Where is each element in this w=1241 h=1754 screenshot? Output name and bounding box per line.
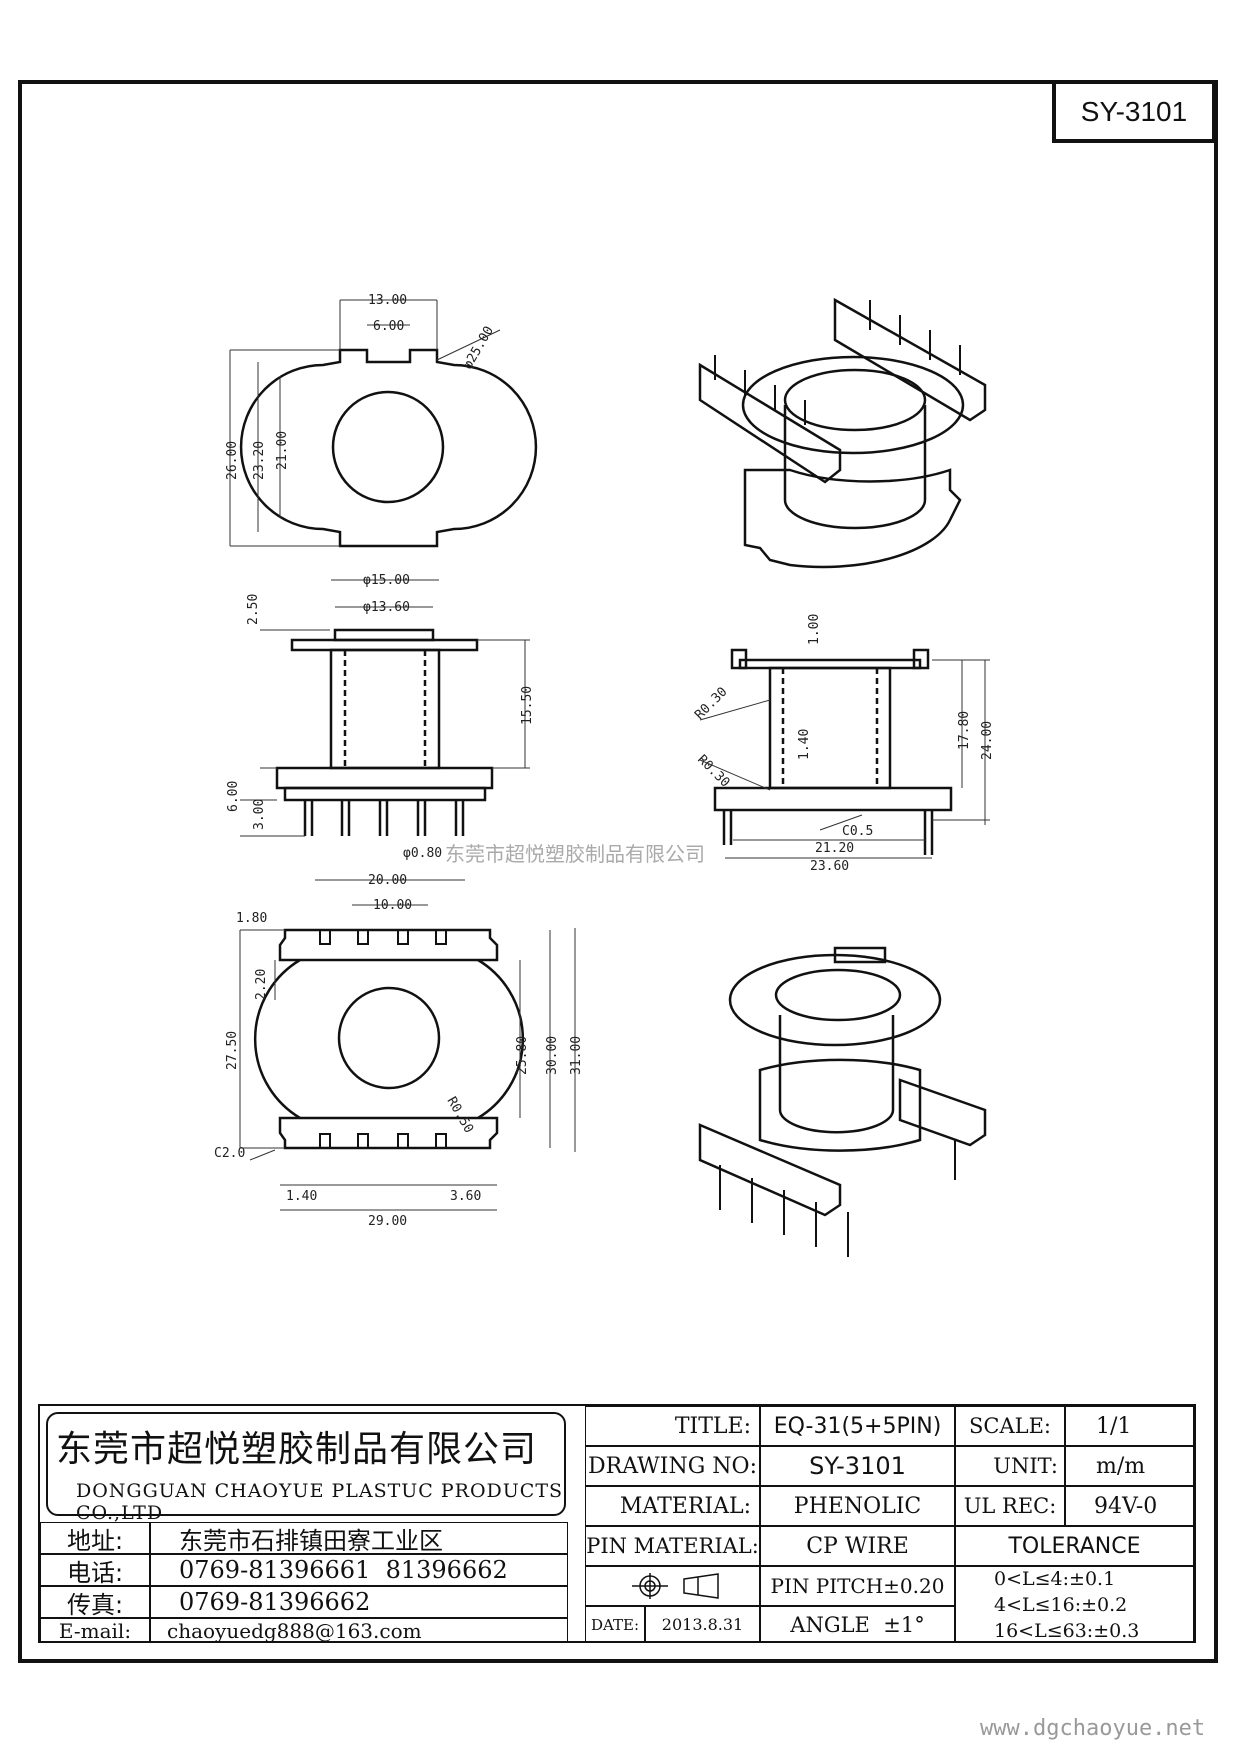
dim-top-1: 13.00 xyxy=(368,293,407,308)
dim-side-1: 1.00 xyxy=(807,614,822,645)
tolerance-row: 16<L≤63:±0.3 xyxy=(994,1619,1140,1642)
material-label: MATERIAL: xyxy=(585,1486,760,1526)
side-view xyxy=(699,648,990,859)
dim-front-7: φ0.80 xyxy=(403,846,442,861)
dim-front-3: 2.50 xyxy=(246,594,261,625)
scale-value: 1/1 xyxy=(1065,1406,1194,1446)
dim-front-5: 6.00 xyxy=(226,781,241,812)
drawing-code-box: SY-3101 xyxy=(1052,80,1216,143)
front-view xyxy=(240,579,530,837)
dim-front-1: φ15.00 xyxy=(363,573,410,588)
address-label: 地址: xyxy=(40,1522,150,1555)
isometric-view-bottom xyxy=(698,946,987,1257)
ul-rec-value: 94V-0 xyxy=(1065,1486,1194,1526)
pin-material-label: PIN MATERIAL: xyxy=(585,1526,760,1566)
dim-bottom-5: 27.50 xyxy=(225,1031,240,1070)
phone-value: 0769-81396661 81396662 xyxy=(150,1554,568,1586)
dim-side-7: C0.5 xyxy=(842,824,873,839)
dim-bottom-13: 29.00 xyxy=(368,1214,407,1229)
dim-front-4: 15.50 xyxy=(520,686,535,725)
dim-bottom-7: 30.00 xyxy=(545,1036,560,1075)
top-view xyxy=(229,299,538,548)
dim-side-8: 21.20 xyxy=(815,841,854,856)
company-name-box: 东莞市超悦塑胶制品有限公司 DONGGUAN CHAOYUE PLASTUC P… xyxy=(46,1412,566,1524)
projection-symbol xyxy=(585,1566,760,1606)
tolerance-table: 0<L≤4:±0.1 4<L≤16:±0.2 16<L≤63:±0.3 xyxy=(955,1566,1194,1643)
angle-tolerance: ANGLE ±1° xyxy=(760,1606,955,1643)
material-value: PHENOLIC xyxy=(760,1486,955,1526)
title-value: EQ-31(5+5PIN) xyxy=(760,1406,955,1446)
dim-front-6: 3.00 xyxy=(252,799,267,830)
fax-value: 0769-81396662 xyxy=(150,1586,568,1618)
dim-bottom-6: 25.80 xyxy=(515,1036,530,1075)
dim-bottom-3: 1.80 xyxy=(236,911,267,926)
company-name-en: DONGGUAN CHAOYUE PLASTUC PRODUCTS CO.,LT… xyxy=(76,1480,564,1524)
dim-top-5: 23.20 xyxy=(252,441,267,480)
unit-value: m/m xyxy=(1065,1446,1194,1486)
email-value: chaoyuedg888@163.com xyxy=(150,1618,568,1643)
address-value: 东莞市石排镇田寮工业区 xyxy=(150,1522,568,1555)
ul-rec-label: UL REC: xyxy=(955,1486,1065,1526)
title-block: 东莞市超悦塑胶制品有限公司 DONGGUAN CHAOYUE PLASTUC P… xyxy=(38,1404,1196,1643)
company-name-cn: 东莞市超悦塑胶制品有限公司 xyxy=(56,1429,538,1470)
scale-label: SCALE: xyxy=(955,1406,1065,1446)
dim-side-5: 17.80 xyxy=(957,711,972,750)
dim-bottom-1: 20.00 xyxy=(368,873,407,888)
dim-bottom-9: R0.50 xyxy=(444,1095,477,1136)
tolerance-row: 0<L≤4:±0.1 xyxy=(994,1567,1116,1590)
fax-label: 传真: xyxy=(40,1586,150,1619)
dim-top-2: 6.00 xyxy=(373,319,404,334)
title-label: TITLE: xyxy=(585,1406,760,1446)
phone-label: 电话: xyxy=(40,1554,150,1587)
projection-symbol-icon xyxy=(631,1573,719,1599)
dim-side-9: 23.60 xyxy=(810,859,849,874)
dim-top-3: φ25.00 xyxy=(460,324,496,372)
pin-pitch: PIN PITCH±0.20 xyxy=(760,1566,955,1606)
tolerance-label: TOLERANCE xyxy=(955,1526,1194,1566)
pin-material-value: CP WIRE xyxy=(760,1526,955,1566)
drawing-frame xyxy=(18,80,1218,1663)
bottom-view xyxy=(239,879,576,1211)
dim-bottom-12: 3.60 xyxy=(450,1189,481,1204)
date-label: DATE: xyxy=(585,1606,645,1643)
watermark: 东莞市超悦塑胶制品有限公司 xyxy=(445,842,705,866)
dim-bottom-10: C2.0 xyxy=(214,1146,245,1161)
dim-front-2: φ13.60 xyxy=(363,600,410,615)
dim-bottom-11: 1.40 xyxy=(286,1189,317,1204)
dim-bottom-2: 10.00 xyxy=(373,898,412,913)
dim-side-6: 24.00 xyxy=(980,721,995,760)
unit-label: UNIT: xyxy=(955,1446,1065,1486)
email-label: E-mail: xyxy=(40,1618,150,1643)
dim-top-6: 21.00 xyxy=(275,431,290,470)
isometric-view-top xyxy=(698,297,987,569)
date-value: 2013.8.31 xyxy=(645,1606,760,1643)
website-label: www.dgchaoyue.net xyxy=(980,1716,1206,1741)
drawing-no-label: DRAWING NO: xyxy=(585,1446,760,1486)
dim-bottom-8: 31.00 xyxy=(569,1036,584,1075)
dim-side-4: 1.40 xyxy=(797,729,812,760)
dim-bottom-4: 2.20 xyxy=(254,969,269,1000)
drawing-no-value: SY-3101 xyxy=(760,1446,955,1486)
dim-top-4: 26.00 xyxy=(225,441,240,480)
tolerance-row: 4<L≤16:±0.2 xyxy=(994,1593,1128,1616)
